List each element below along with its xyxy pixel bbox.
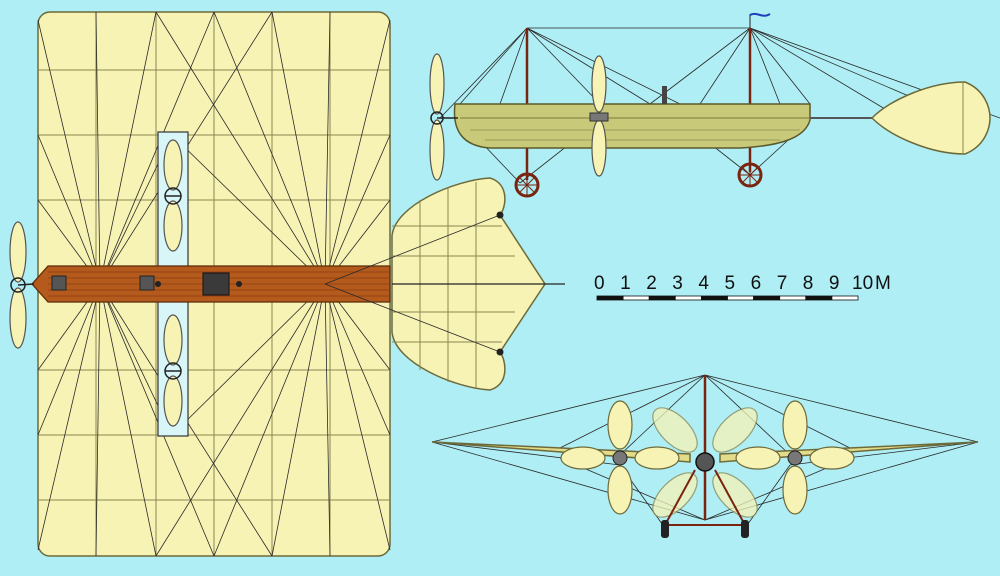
propeller-icon bbox=[9, 221, 35, 349]
scale-tick-label: 3 bbox=[672, 273, 683, 294]
wheel-icon bbox=[514, 148, 540, 198]
side-rigging bbox=[439, 27, 1000, 184]
propeller-icon bbox=[652, 407, 758, 518]
scale-tick-label: 6 bbox=[751, 273, 762, 294]
propeller-icon bbox=[735, 400, 855, 515]
scale-segment bbox=[753, 295, 781, 301]
scale-tick-label: 7 bbox=[777, 273, 788, 294]
propeller-icon bbox=[163, 314, 183, 427]
propeller-icon bbox=[429, 53, 458, 181]
undercarriage bbox=[664, 469, 746, 526]
propeller-icon bbox=[163, 139, 183, 252]
scale-tick-label: 4 bbox=[698, 273, 709, 294]
scale-segment bbox=[805, 295, 833, 301]
scale-tick-label: 9 bbox=[829, 273, 840, 294]
scale-tick-label: 2 bbox=[646, 273, 657, 294]
scale-segment bbox=[701, 295, 728, 301]
scale-segment bbox=[831, 295, 859, 301]
scale-tick-label: 1 bbox=[620, 273, 631, 294]
wing-rigging bbox=[37, 11, 391, 557]
scale-tick-label: 8 bbox=[803, 273, 814, 294]
scale-segment bbox=[622, 295, 650, 301]
scale-segment bbox=[727, 295, 755, 301]
fuselage-deck bbox=[31, 265, 391, 303]
scale-segment bbox=[596, 295, 624, 301]
wheel-icon bbox=[737, 148, 763, 188]
propeller-icon bbox=[560, 400, 680, 515]
pennant-icon bbox=[749, 12, 771, 28]
scale-segment bbox=[779, 295, 807, 301]
scale-tick-label: 5 bbox=[725, 273, 736, 294]
front-hub bbox=[695, 452, 715, 472]
wheel-icon bbox=[661, 520, 669, 538]
tail-surface bbox=[324, 177, 565, 391]
scale-tick-label: 0 bbox=[594, 273, 605, 294]
scale-segment bbox=[674, 295, 702, 301]
front-view bbox=[431, 374, 979, 538]
wheel-icon bbox=[741, 520, 749, 538]
propeller-icon bbox=[589, 55, 609, 177]
hull bbox=[453, 86, 811, 149]
engine-box bbox=[51, 275, 67, 291]
top-view bbox=[9, 11, 565, 557]
scale-unit: M bbox=[875, 273, 891, 294]
engine-box bbox=[139, 275, 155, 291]
side-tail-surface bbox=[870, 81, 991, 155]
side-view bbox=[429, 12, 1000, 198]
funnel bbox=[662, 86, 667, 104]
scale-segment bbox=[648, 295, 676, 301]
scale-tick-label: 10 bbox=[852, 273, 873, 294]
boiler-box bbox=[202, 272, 230, 296]
scale-segments bbox=[596, 295, 859, 301]
